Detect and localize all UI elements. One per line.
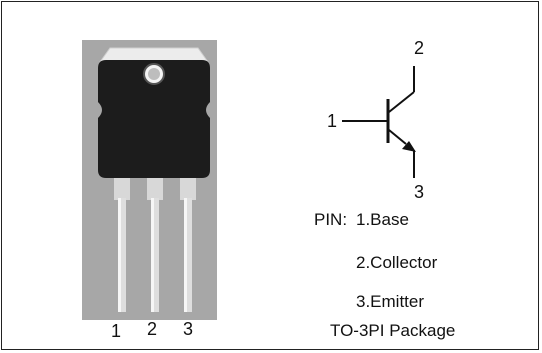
package-label: TO-3PI Package: [330, 321, 456, 340]
transistor-photo: [98, 47, 210, 312]
terminal-label-base: 1: [327, 111, 338, 131]
photo-pin-number-1: 1: [111, 321, 122, 341]
emitter-diagonal: [388, 129, 407, 145]
npn-transistor-symbol: [342, 66, 416, 178]
photo-pin-number-2: 2: [147, 319, 158, 339]
pin-prefix: PIN:: [314, 210, 348, 229]
collector-diagonal: [388, 91, 415, 113]
lead-2: [151, 198, 159, 312]
pin-emitter: 3.Emitter: [356, 292, 425, 311]
transistor-body: [98, 60, 210, 178]
photo-pin-number-3: 3: [183, 319, 194, 339]
lead-3: [184, 198, 192, 312]
body-notch-right: [206, 102, 210, 118]
body-notch-left: [98, 102, 102, 118]
pin-collector: 2.Collector: [356, 253, 438, 272]
lead-shoulder-2: [147, 178, 163, 200]
emitter-arrow: [402, 141, 416, 152]
terminal-label-emitter: 3: [414, 182, 425, 202]
pin-base: 1.Base: [356, 210, 409, 229]
lead-shoulder-1: [114, 178, 130, 200]
lead-1: [118, 198, 126, 312]
terminal-label-collector: 2: [414, 38, 425, 58]
lead-shoulder-3: [180, 178, 196, 200]
